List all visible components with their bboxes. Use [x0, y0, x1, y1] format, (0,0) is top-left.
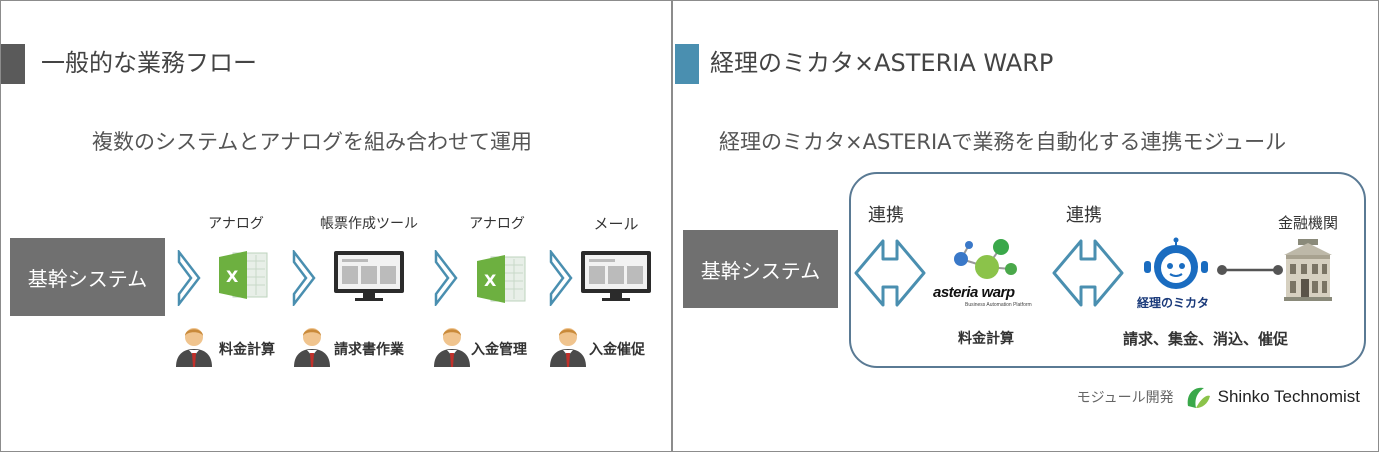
step-task-label: 入金催促	[589, 342, 645, 358]
panel-subtitle: 複数のシステムとアナログを組み合わせて運用	[92, 130, 532, 154]
asteria-tagline: Business Automation Platform	[965, 302, 1032, 308]
panel-title: 一般的な業務フロー	[41, 49, 257, 77]
robot-mascot-icon	[1144, 237, 1208, 289]
step-task-label: 請求書作業	[334, 342, 404, 358]
svg-text:X: X	[484, 271, 497, 290]
step-task-label: 入金管理	[471, 342, 527, 358]
header-accent-bar	[675, 44, 699, 84]
panel-subtitle: 経理のミカタ×ASTERIAで業務を自動化する連携モジュール	[719, 130, 1287, 154]
footer-label: モジュール開発	[1076, 390, 1174, 406]
bank-building-icon	[1284, 239, 1332, 301]
mikata-caption: 請求、集金、消込、催促	[1123, 330, 1289, 348]
person-icon	[176, 328, 212, 367]
step-tool-label: アナログ	[208, 216, 264, 232]
mikata-logo-text: 経理のミカタ	[1137, 296, 1210, 310]
bank-label: 金融機関	[1277, 214, 1338, 232]
asteria-logo-text: asteria warp	[933, 284, 1015, 301]
person-icon	[294, 328, 330, 367]
molecule-logo-icon	[954, 239, 1017, 279]
person-icon	[434, 328, 470, 367]
svg-text:X: X	[226, 267, 239, 286]
double-arrow-icon	[854, 239, 926, 307]
leaf-logo-icon	[1187, 387, 1210, 408]
footer-brand: Shinko Technomist	[1217, 387, 1360, 406]
asteria-caption: 料金計算	[958, 331, 1014, 347]
step-task-label: 料金計算	[219, 342, 275, 358]
excel-icon: X	[219, 251, 268, 299]
header-accent-bar	[1, 44, 25, 84]
footer-credit: モジュール開発 Shinko Technomist	[1077, 384, 1360, 410]
core-system-box: 基幹システム	[683, 230, 838, 308]
chevron-right-icon	[549, 250, 573, 306]
link-label: 連携	[868, 205, 904, 226]
monitor-icon	[581, 251, 651, 301]
monitor-icon	[334, 251, 404, 301]
excel-icon: X	[477, 255, 526, 303]
chevron-right-icon	[434, 250, 458, 306]
double-arrow-icon	[1052, 239, 1124, 307]
general-flow-panel: 一般的な業務フロー 複数のシステムとアナログを組み合わせて運用 基幹システム ア…	[1, 1, 673, 451]
person-icon	[550, 328, 586, 367]
step-tool-label: 帳票作成ツール	[320, 216, 418, 232]
link-label: 連携	[1066, 205, 1102, 226]
connector-line	[1217, 265, 1283, 275]
core-system-box: 基幹システム	[10, 238, 165, 316]
chevron-right-icon	[177, 250, 201, 306]
chevron-right-icon	[292, 250, 316, 306]
panel-title: 経理のミカタ×ASTERIA WARP	[710, 49, 1054, 77]
asteria-flow-panel: 経理のミカタ×ASTERIA WARP 経理のミカタ×ASTERIAで業務を自動…	[675, 1, 1378, 451]
step-tool-label: アナログ	[469, 216, 525, 232]
step-tool-label: メール	[593, 215, 639, 233]
integration-module-frame	[849, 172, 1366, 368]
